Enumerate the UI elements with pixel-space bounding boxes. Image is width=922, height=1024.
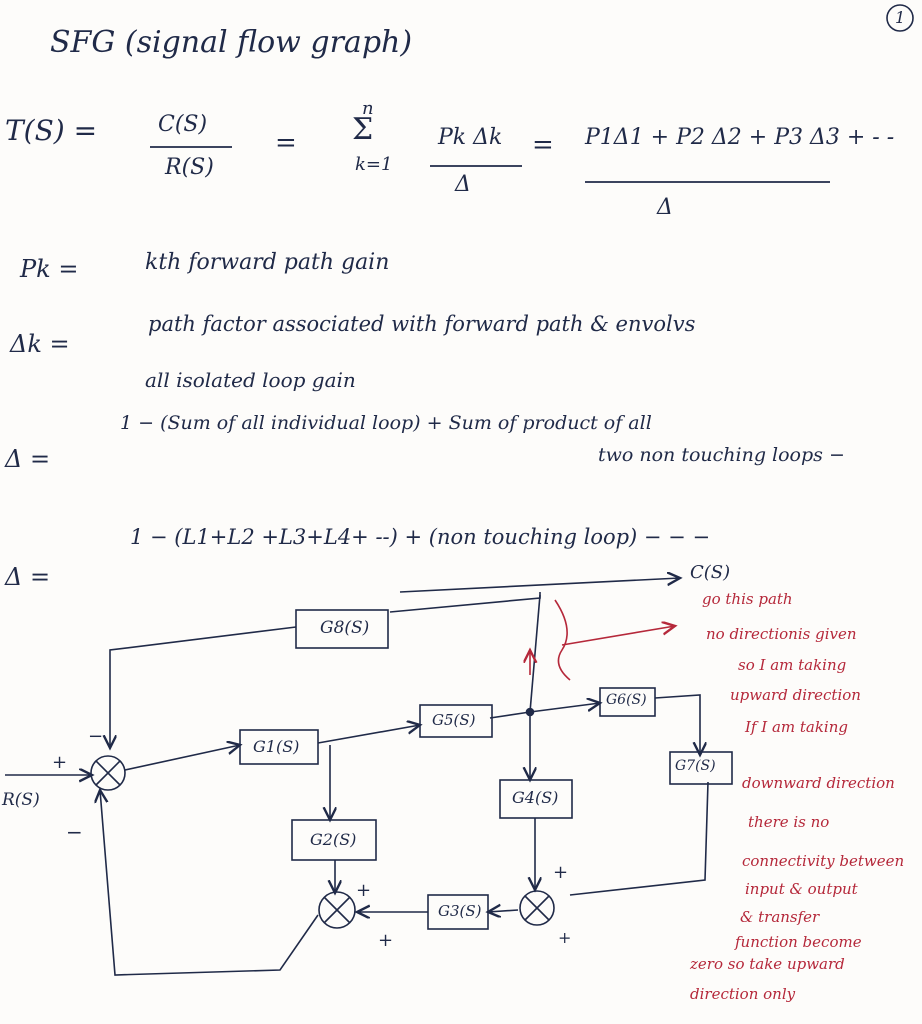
note-line-13: direction only [690, 985, 796, 1003]
sign-1: + [52, 752, 68, 773]
note-line-5: If I am taking [745, 718, 848, 736]
to-g8 [389, 592, 541, 613]
sign-7: + [558, 928, 572, 947]
g8-feedback [110, 626, 297, 748]
output-line [399, 578, 680, 593]
def-symbol-dk: Δk = [10, 330, 70, 358]
label-g4: G4(S) [512, 788, 559, 807]
label-g8: G8(S) [320, 618, 370, 638]
block-g7 [669, 751, 733, 785]
sum-denominator: Δ [455, 172, 471, 197]
label-g7: G7(S) [675, 758, 716, 774]
note-line-2: no directionis given [706, 625, 857, 643]
sum-symbol: Σ [352, 112, 374, 147]
red-arrow [561, 626, 675, 646]
summing-junction-2 [318, 891, 356, 929]
label-g2: G2(S) [310, 830, 357, 849]
note-line-6: downward direction [742, 774, 895, 792]
note-line-3: so I am taking [738, 656, 847, 674]
page-number-circle [886, 4, 914, 32]
def-text-dk-2: all isolated loop gain [145, 368, 356, 392]
label-g6: G6(S) [606, 692, 647, 708]
g6-to-g7 [654, 694, 700, 755]
expanded-denominator: Δ [657, 195, 673, 220]
formula-denominator: R(S) [165, 155, 214, 180]
expanded-numerator: P1Δ1 + P2 Δ2 + P3 Δ3 + - - [585, 125, 895, 150]
note-line-4: upward direction [730, 686, 861, 704]
block-g3 [427, 894, 489, 930]
note-line-1: go this path [702, 590, 793, 608]
node-to-g6 [529, 703, 600, 713]
sum-term: Pk Δk [438, 125, 503, 150]
note-line-9: input & output [745, 880, 858, 898]
def-symbol-delta-2: Δ = [5, 563, 51, 591]
sign-6: + [553, 862, 569, 883]
note-line-11: function become [735, 933, 862, 951]
def-text-delta-expanded: 1 − (L1+L2 +L3+L4+ --) + (non touching l… [130, 525, 711, 549]
block-g2 [291, 819, 377, 861]
j3-to-g3 [488, 910, 519, 912]
page-number: 1 [895, 8, 906, 27]
note-line-10: & transfer [740, 908, 820, 926]
g7-to-bottom [569, 781, 709, 896]
def-symbol-delta: Δ = [5, 445, 51, 473]
block-g4 [499, 779, 573, 819]
label-g1: G1(S) [253, 737, 300, 756]
block-g6 [599, 687, 656, 717]
input-label: R(S) [2, 790, 40, 810]
summing-junction-3 [519, 890, 555, 926]
formula-numerator: C(S) [158, 112, 208, 137]
formula-equal-2: = [275, 128, 297, 158]
sign-4: + [356, 880, 372, 901]
formula-equal-3: = [532, 130, 554, 160]
block-g8 [295, 609, 389, 649]
note-line-8: connectivity between [742, 852, 905, 870]
red-brace [554, 599, 571, 681]
sign-3: − [88, 726, 104, 747]
block-g5 [419, 704, 493, 738]
def-text-pk: kth forward path gain [145, 250, 390, 275]
output-label: C(S) [690, 562, 731, 583]
sign-2: − [66, 820, 83, 844]
formula-lhs: T(S) = [5, 114, 98, 147]
sum-upper-limit: n [362, 98, 374, 119]
g5-to-node [489, 711, 531, 719]
def-symbol-pk: Pk = [20, 255, 79, 283]
sum-lower-limit: k=1 [355, 154, 393, 175]
def-text-delta: 1 − (Sum of all individual loop) + Sum o… [120, 412, 652, 434]
block-g1 [239, 729, 319, 765]
label-g3: G3(S) [438, 902, 482, 920]
page-title: SFG (signal flow graph) [50, 25, 413, 60]
note-line-7: there is no [748, 813, 830, 831]
g1-to-g5 [317, 725, 420, 744]
note-line-12: zero so take upward [690, 955, 845, 973]
bottom-feedback [100, 790, 319, 976]
def-text-delta-2: two non touching loops − [598, 444, 845, 466]
def-text-dk: path factor associated with forward path… [148, 312, 696, 336]
node-to-output [529, 594, 541, 713]
j1-to-g1 [124, 745, 240, 771]
sign-5: + [378, 930, 394, 951]
label-g5: G5(S) [432, 711, 476, 729]
